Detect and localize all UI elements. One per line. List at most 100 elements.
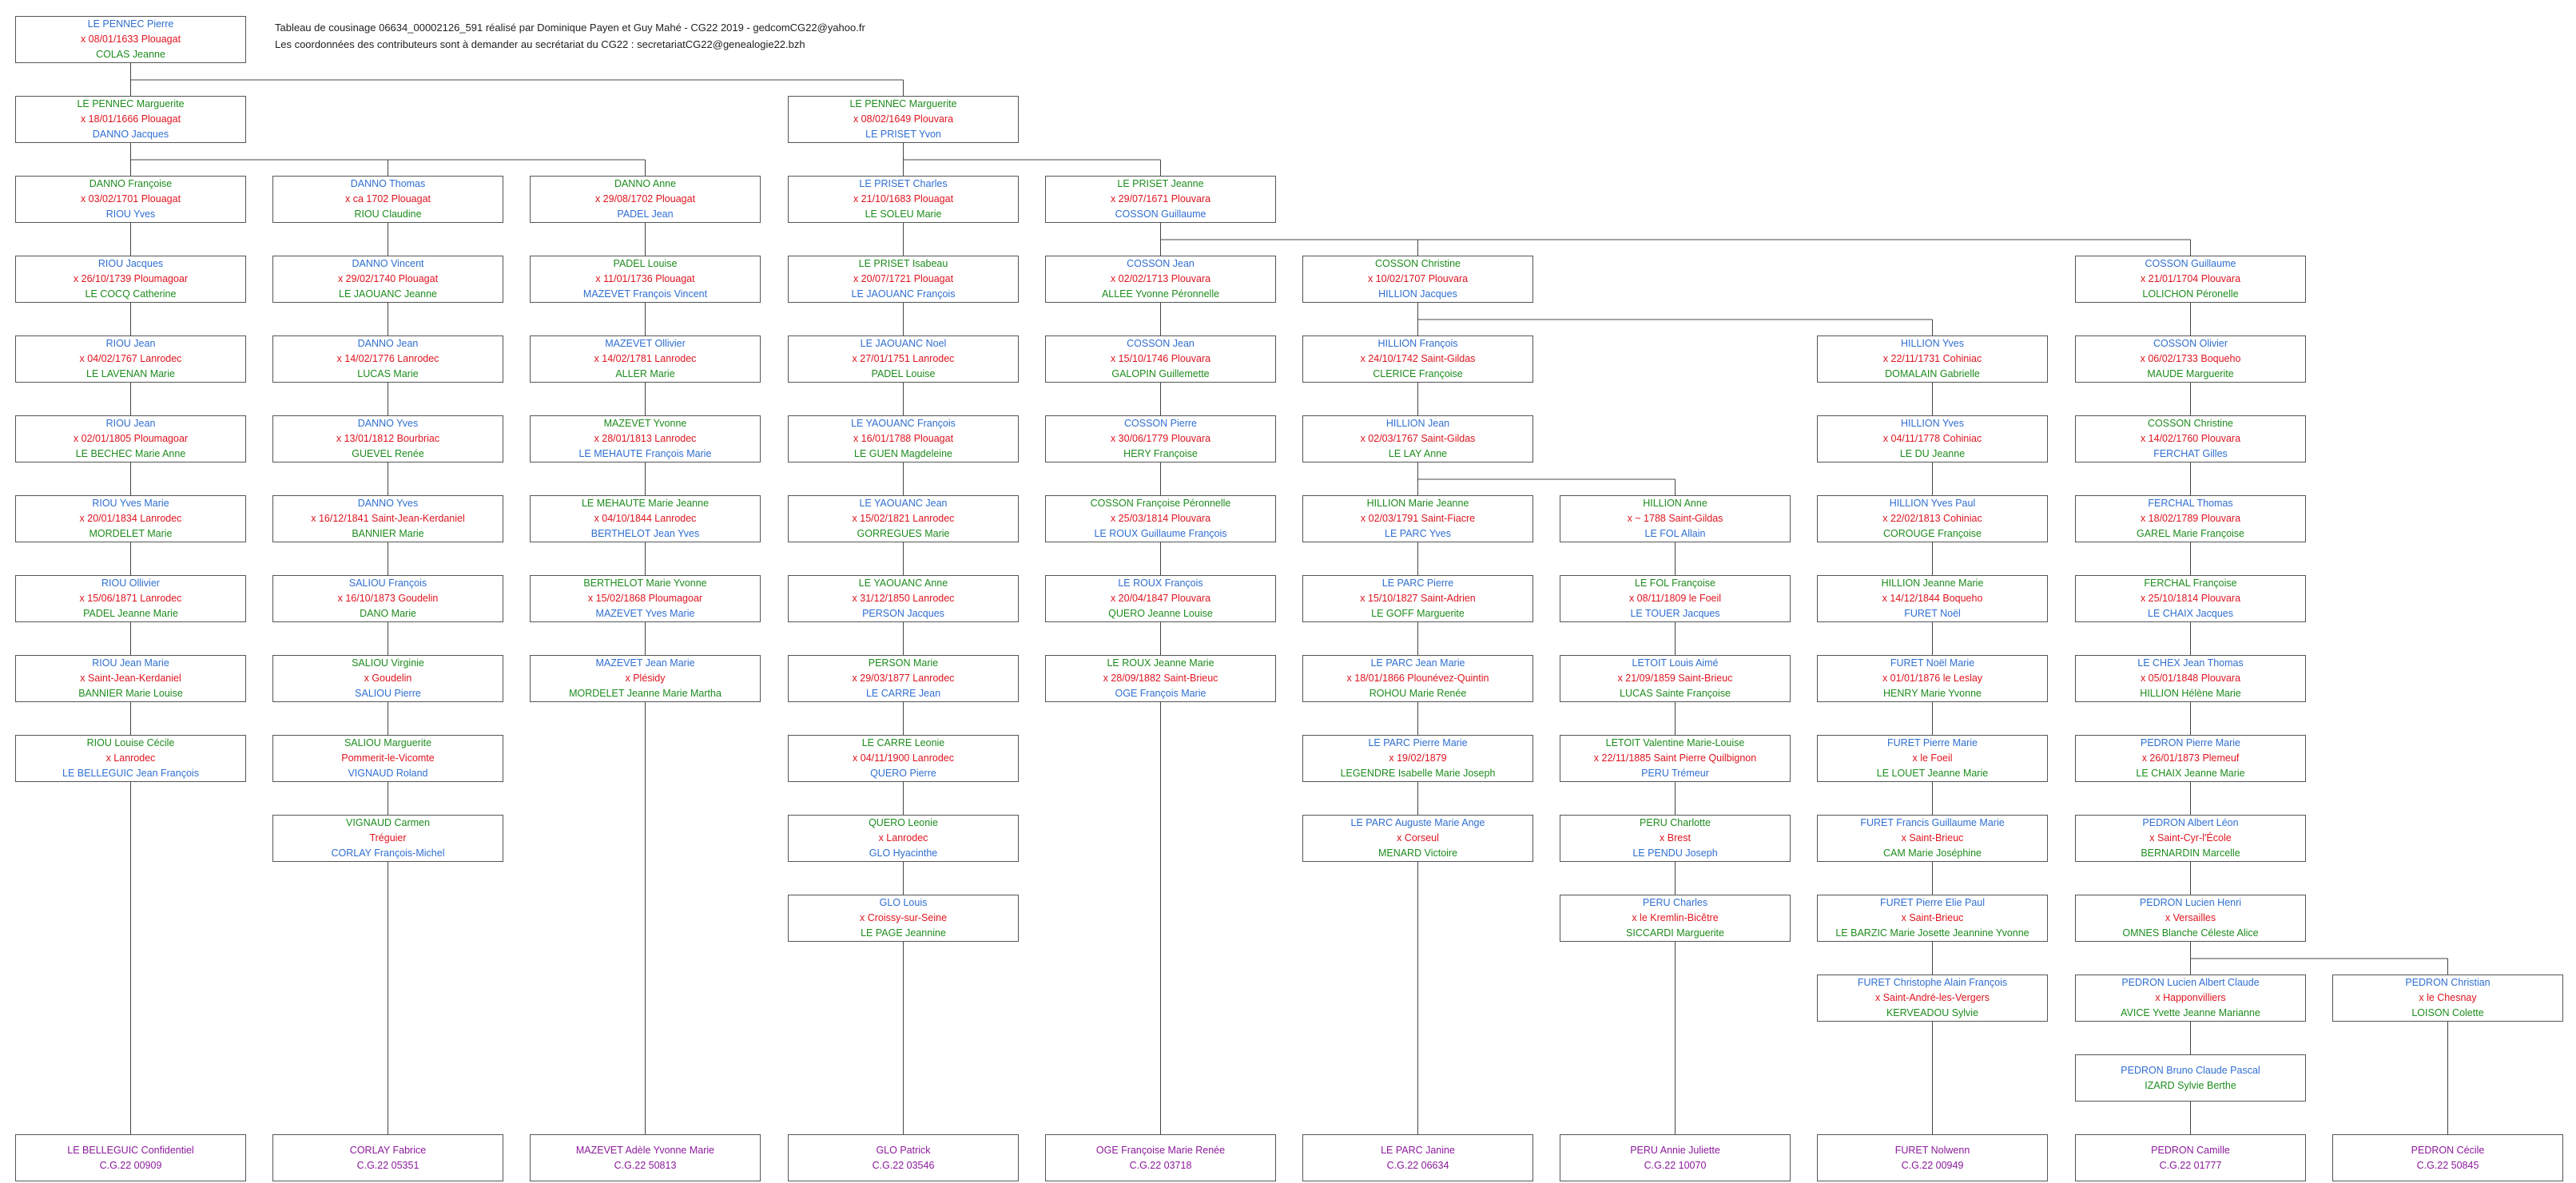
marriage-info: x 15/02/1821 Lanrodec xyxy=(852,513,955,524)
marriage-info: x 28/01/1813 Lanrodec xyxy=(594,433,697,444)
spouse-name: MAUDE Marguerite xyxy=(2147,368,2234,379)
person-name: CORLAY Fabrice xyxy=(349,1144,427,1156)
spouse-name: VIGNAUD Roland xyxy=(348,768,428,779)
marriage-info: x 15/10/1827 Saint-Adrien xyxy=(1360,593,1476,604)
spouse-name: SALIOU Pierre xyxy=(355,688,421,699)
marriage-info: x 14/12/1844 Boqueho xyxy=(1882,593,1983,604)
person-name: LE CARRE Leonie xyxy=(861,737,945,748)
person-name: PEDRON Cécile xyxy=(2411,1144,2485,1156)
marriage-info: x ca 1702 Plouagat xyxy=(344,193,431,204)
spouse-name: LE GOFF Marguerite xyxy=(1371,608,1465,619)
header-title: Tableau de cousinage 06634_00002126_591 … xyxy=(275,22,865,34)
marriage-info: x Corseul xyxy=(1397,832,1439,844)
person-name: LE PENNEC Marguerite xyxy=(77,98,185,109)
person-name: LE PARC Jean Marie xyxy=(1370,657,1465,669)
spouse-name: HILLION Jacques xyxy=(1378,288,1457,300)
person-name: FURET Christophe Alain François xyxy=(1857,977,2008,988)
spouse-name: LE JAOUANC Jeanne xyxy=(339,288,437,300)
person-name: HILLION Yves Paul xyxy=(1889,498,1976,509)
spouse-name: C.G.22 00949 xyxy=(1901,1159,1964,1171)
person-name: PERU Annie Juliette xyxy=(1630,1144,1720,1156)
spouse-name: AVICE Yvette Jeanne Marianne xyxy=(2121,1007,2260,1018)
spouse-name: LE ROUX Guillaume François xyxy=(1094,528,1227,539)
marriage-info: x 19/02/1879 xyxy=(1389,752,1447,764)
person-name: LE FOL Françoise xyxy=(1635,578,1715,589)
marriage-info: x Lanrodec xyxy=(878,832,928,844)
spouse-name: COSSON Guillaume xyxy=(1115,208,1207,220)
marriage-info: x 29/03/1877 Lanrodec xyxy=(852,673,955,684)
marriage-info: x 05/01/1848 Plouvara xyxy=(2140,673,2241,684)
person-name: COSSON Christine xyxy=(2148,418,2233,429)
marriage-info: x 29/08/1702 Plouagat xyxy=(594,193,696,204)
spouse-name: LE LAVENAN Marie xyxy=(86,368,175,379)
marriage-info: x 14/02/1776 Lanrodec xyxy=(336,353,439,364)
spouse-name: LE PENDU Joseph xyxy=(1632,848,1718,859)
person-name: PEDRON Albert Léon xyxy=(2142,817,2239,828)
person-name: LE ROUX Jeanne Marie xyxy=(1107,657,1214,669)
spouse-name: QUERO Jeanne Louise xyxy=(1108,608,1213,619)
marriage-info: x 27/01/1751 Lanrodec xyxy=(852,353,955,364)
spouse-name: CLERICE Françoise xyxy=(1373,368,1463,379)
spouse-name: GALOPIN Guillemette xyxy=(1111,368,1210,379)
spouse-name: LE PAGE Jeannine xyxy=(861,927,946,939)
person-name: FURET Nolwenn xyxy=(1894,1144,1970,1156)
marriage-info: x 08/02/1649 Plouvara xyxy=(853,113,954,125)
marriage-info: x Brest xyxy=(1660,832,1691,844)
spouse-name: DANO Marie xyxy=(360,608,416,619)
spouse-name: C.G.22 01777 xyxy=(2159,1159,2222,1171)
person-name: BERTHELOT Marie Yvonne xyxy=(583,578,707,589)
marriage-info: x 30/06/1779 Plouvara xyxy=(1110,433,1211,444)
spouse-name: BANNIER Marie xyxy=(352,528,424,539)
spouse-name: DOMALAIN Gabrielle xyxy=(1885,368,1980,379)
person-name: RIOU Jacques xyxy=(97,258,164,269)
marriage-info: x Versailles xyxy=(2165,912,2216,923)
spouse-name: LE CHAIX Jacques xyxy=(2148,608,2233,619)
spouse-name: LE TOUER Jacques xyxy=(1630,608,1720,619)
person-name: PEDRON Bruno Claude Pascal xyxy=(2121,1064,2260,1076)
person-name: RIOU Ollivier xyxy=(101,578,160,589)
person-name: LE ROUX François xyxy=(1118,578,1203,589)
marriage-info: Pommerit-le-Vicomte xyxy=(341,752,435,764)
marriage-info: x 02/02/1713 Plouvara xyxy=(1110,273,1211,284)
spouse-name: LE BELLEGUIC Jean François xyxy=(62,768,199,779)
spouse-name: PADEL Jean xyxy=(617,208,674,220)
person-name: FURET Pierre Elie Paul xyxy=(1879,897,1986,908)
person-name: VIGNAUD Carmen xyxy=(346,817,430,828)
spouse-name: LE CARRE Jean xyxy=(865,688,941,699)
person-name: SALIOU Virginie xyxy=(352,657,424,669)
person-name: DANNO Françoise xyxy=(89,178,173,189)
spouse-name: PERSON Jacques xyxy=(862,608,944,619)
spouse-name: FURET Noël xyxy=(1904,608,1961,619)
marriage-info: x 15/10/1746 Plouvara xyxy=(1110,353,1211,364)
marriage-info: x 04/11/1778 Cohiniac xyxy=(1882,433,1982,444)
